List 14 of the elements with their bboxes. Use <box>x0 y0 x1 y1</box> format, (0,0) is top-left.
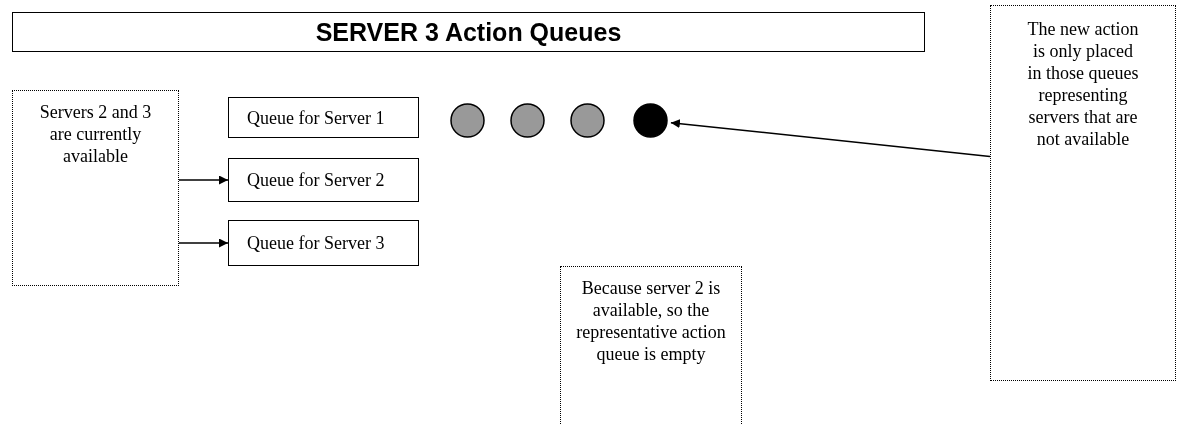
queue-box: Queue for Server 3 <box>228 220 419 266</box>
title-box: SERVER 3 Action Queues <box>12 12 925 52</box>
queued-action-circle <box>633 103 668 138</box>
note-box: Because server 2 is available, so the representative action queue is empty <box>560 266 742 425</box>
queue-box: Queue for Server 2 <box>228 158 419 202</box>
queued-action-circle <box>450 103 485 138</box>
queue-box: Queue for Server 1 <box>228 97 419 138</box>
note-box: The new action is only placed in those queues representing servers that are not available <box>990 5 1176 381</box>
arrow <box>670 119 991 158</box>
note-box: Servers 2 and 3 are currently available <box>12 90 179 286</box>
arrow <box>178 238 229 248</box>
queued-action-circle <box>510 103 545 138</box>
queued-action-circle <box>570 103 605 138</box>
arrow <box>178 175 229 185</box>
